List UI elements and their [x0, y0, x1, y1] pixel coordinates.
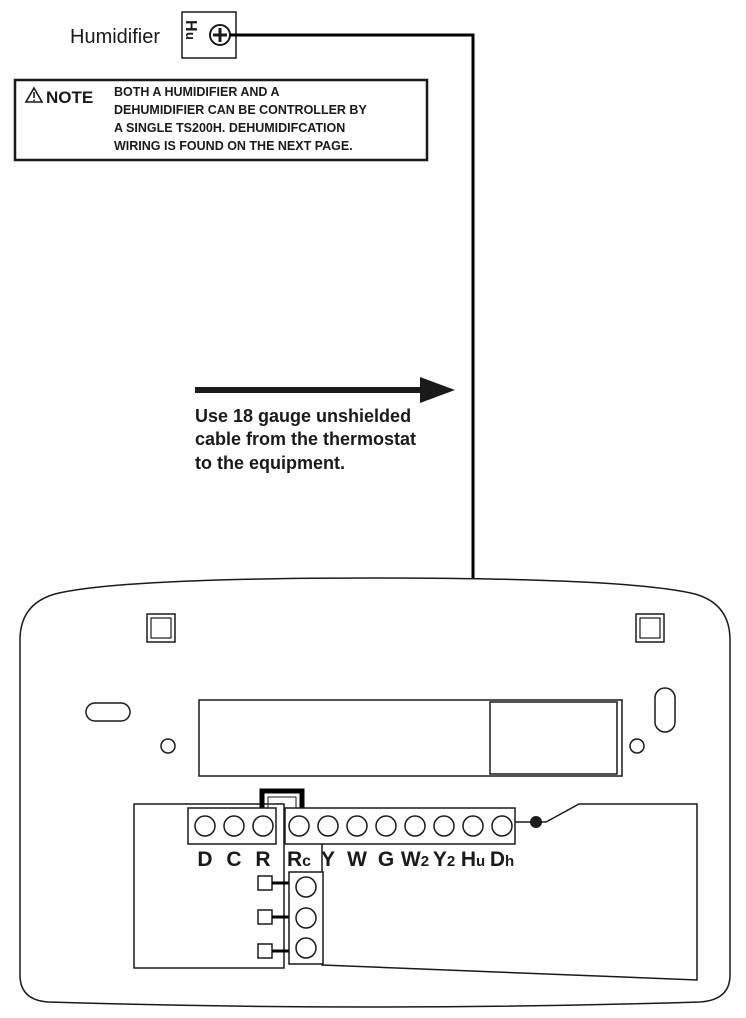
- jumper-pins: [257, 875, 292, 959]
- terminal-screw-d: [194, 815, 216, 837]
- note-frame: [13, 78, 429, 162]
- label-hu: Hu: [461, 848, 485, 871]
- indicator-dot: [530, 816, 542, 828]
- label-g: G: [378, 848, 394, 871]
- note-line-1: BOTH A HUMIDIFIER AND A: [114, 85, 280, 99]
- cable-line-2: cable from the thermostat: [195, 429, 416, 449]
- label-y2: Y2: [433, 848, 455, 871]
- cable-line-3: to the equipment.: [195, 453, 345, 473]
- note-line-4: WIRING IS FOUND ON THE NEXT PAGE.: [114, 139, 353, 153]
- warning-triangle-icon: [24, 86, 44, 103]
- mount-tab-right: [635, 613, 665, 643]
- thermostat-base: D C R Rc Y W G W2 Y2 Hu Dh: [19, 577, 731, 1008]
- terminal-screw-w: [346, 815, 368, 837]
- arrow-right-icon: [195, 377, 455, 403]
- plus-circle-icon: [209, 24, 231, 46]
- terminal-screw-rc: [288, 815, 310, 837]
- accessory-screw-3: [295, 937, 317, 959]
- humidifier-device: Humidifier H u: [70, 11, 237, 59]
- terminal-screw-y2: [433, 815, 455, 837]
- mount-hole-left: [160, 738, 176, 754]
- note-line-3: A SINGLE TS200H. DEHUMIDIFCATION: [114, 121, 345, 135]
- mount-hole-right: [629, 738, 645, 754]
- cable-line-1: Use 18 gauge unshielded: [195, 406, 411, 426]
- humidifier-wire: [230, 33, 475, 822]
- label-w: W: [347, 848, 367, 871]
- terminal-screw-hu: [462, 815, 484, 837]
- label-rc: Rc: [287, 848, 311, 871]
- terminal-labels: D C R Rc Y W G W2 Y2 Hu Dh: [197, 848, 514, 871]
- mount-tab-left: [146, 613, 176, 643]
- label-d: D: [197, 848, 212, 871]
- terminal-screw-r: [252, 815, 274, 837]
- mount-slot-right: [654, 687, 676, 733]
- label-dh: Dh: [490, 848, 514, 871]
- terminal-screw-g: [375, 815, 397, 837]
- r-rc-jumper: [259, 788, 305, 822]
- humidifier-badge-u: u: [183, 32, 198, 40]
- terminal-screw-c: [223, 815, 245, 837]
- accessory-screw-2: [295, 907, 317, 929]
- label-w2: W2: [401, 848, 429, 871]
- humidifier-badge-h: H: [182, 20, 199, 32]
- label-r: R: [255, 848, 270, 871]
- cable-instruction: Use 18 gauge unshielded cable from the t…: [195, 377, 455, 473]
- humidifier-label: Humidifier: [70, 26, 160, 48]
- note-line-2: DEHUMIDIFIER CAN BE CONTROLLER BY: [114, 103, 367, 117]
- mount-slot-left: [85, 702, 131, 722]
- humidifier-hu-badge: H u: [182, 20, 199, 40]
- note-heading: NOTE: [46, 88, 93, 107]
- label-c: C: [226, 848, 241, 871]
- terminal-screw-y: [317, 815, 339, 837]
- accessory-screw-1: [295, 876, 317, 898]
- note-box: NOTE BOTH A HUMIDIFIER AND A DEHUMIDIFIE…: [13, 78, 429, 162]
- label-y: Y: [321, 848, 335, 871]
- terminal-screw-dh: [491, 815, 513, 837]
- battery-compartment: [489, 701, 618, 775]
- terminal-screw-w2: [404, 815, 426, 837]
